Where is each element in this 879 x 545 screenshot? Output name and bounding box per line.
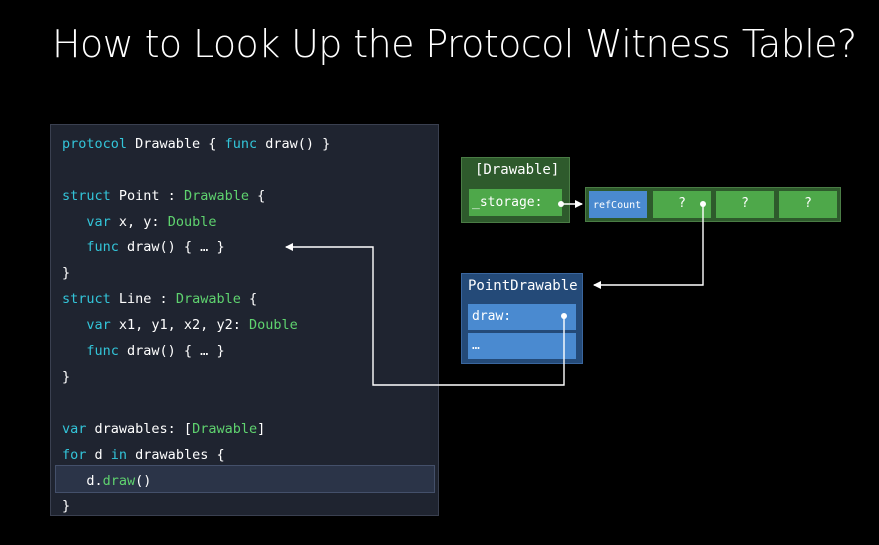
storage-pointer-arrow [558,200,583,208]
refcount-cell: refCount [589,191,647,218]
draw-to-code-arrow [285,243,567,386]
code-line-2: struct Point : Drawable { [62,188,266,204]
heap-cell-2: ? [716,191,774,218]
heap-cell-3: ? [779,191,837,218]
code-line-8: func draw() { … } [86,343,225,359]
slide-title: How to Look Up the Protocol Witness Tabl… [52,22,857,66]
code-line-5: } [62,265,71,281]
storage-label: _storage: [472,195,543,210]
witness-entry-more: … [468,333,576,359]
highlighted-line [55,465,435,493]
code-line-6: struct Line : Drawable { [62,291,258,307]
code-line-11: for d in drawables { [62,447,225,463]
existential-title: [Drawable] [475,162,560,178]
storage-field: _storage: [469,189,562,216]
code-line-12: d.draw() [86,473,152,489]
witness-table: PointDrawable draw: … [461,273,583,364]
existential-container: [Drawable] _storage: [461,157,570,223]
code-line-3: var x, y: Double [86,214,217,230]
code-line-9: } [62,369,71,385]
witness-entry-draw: draw: [468,304,576,330]
code-line-10: var drawables: [Drawable] [62,421,266,437]
heap-to-witness-arrow [593,201,706,289]
code-line-7: var x1, y1, x2, y2: Double [86,317,298,333]
witness-table-title: PointDrawable [468,278,578,294]
code-line-4: func draw() { … } [86,239,225,255]
code-line-1: protocol Drawable { func draw() } [62,136,331,152]
code-panel: protocol Drawable { func draw() } struct… [50,124,439,516]
code-line-13: } [62,498,71,514]
heap-box: refCount ? ? ? [585,187,841,222]
